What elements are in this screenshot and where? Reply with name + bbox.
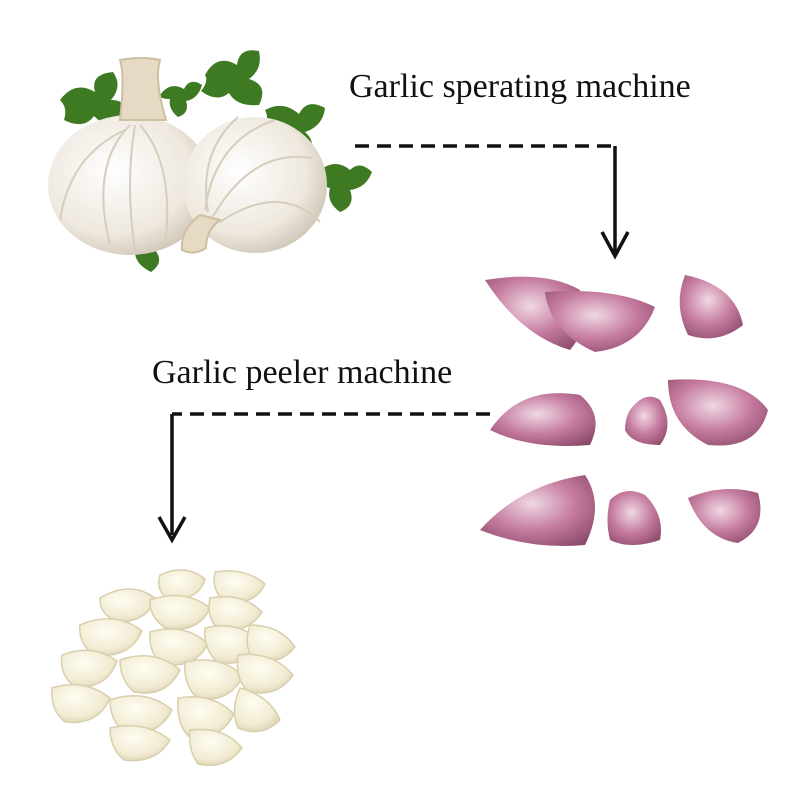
peeled-clove bbox=[99, 588, 156, 623]
peeled-clove bbox=[149, 594, 211, 630]
peeled-clove bbox=[51, 683, 111, 724]
garlic-clove bbox=[679, 275, 743, 339]
peeled-clove bbox=[79, 618, 143, 657]
peeled-clove bbox=[60, 649, 118, 688]
peeled-clove bbox=[208, 595, 263, 632]
arrow-peeling bbox=[157, 412, 490, 544]
peeled-clove bbox=[188, 728, 243, 766]
garlic-clove bbox=[485, 276, 655, 352]
garlic-clove bbox=[688, 489, 761, 543]
peeled-clove bbox=[158, 569, 206, 602]
peeled-clove bbox=[109, 725, 171, 762]
step-label-separating: Garlic sperating machine bbox=[349, 68, 691, 105]
garlic-clove bbox=[480, 475, 595, 546]
garlic-clove bbox=[668, 379, 768, 446]
garlic-bulbs-image bbox=[48, 50, 372, 272]
step-label-peeling: Garlic peeler machine bbox=[152, 354, 453, 391]
arrow-head-icon bbox=[600, 231, 630, 260]
peeled-clove bbox=[213, 570, 266, 604]
peeled-clove bbox=[184, 659, 244, 700]
peeled-clove bbox=[236, 653, 294, 694]
garlic-clove bbox=[490, 393, 596, 446]
peeled-clove bbox=[109, 695, 173, 734]
arrow-separating bbox=[355, 144, 630, 260]
garlic-clove bbox=[625, 396, 668, 445]
peeled-clove bbox=[246, 624, 296, 662]
arrow-head-icon bbox=[157, 516, 187, 544]
peeled-garlic-image bbox=[51, 569, 296, 766]
garlic-stem bbox=[118, 57, 168, 121]
garlic-stem bbox=[180, 213, 223, 254]
garlic-cloves-image bbox=[480, 275, 768, 546]
peeled-clove bbox=[119, 655, 181, 694]
peeled-clove bbox=[233, 687, 281, 733]
garlic-clove bbox=[607, 491, 661, 545]
